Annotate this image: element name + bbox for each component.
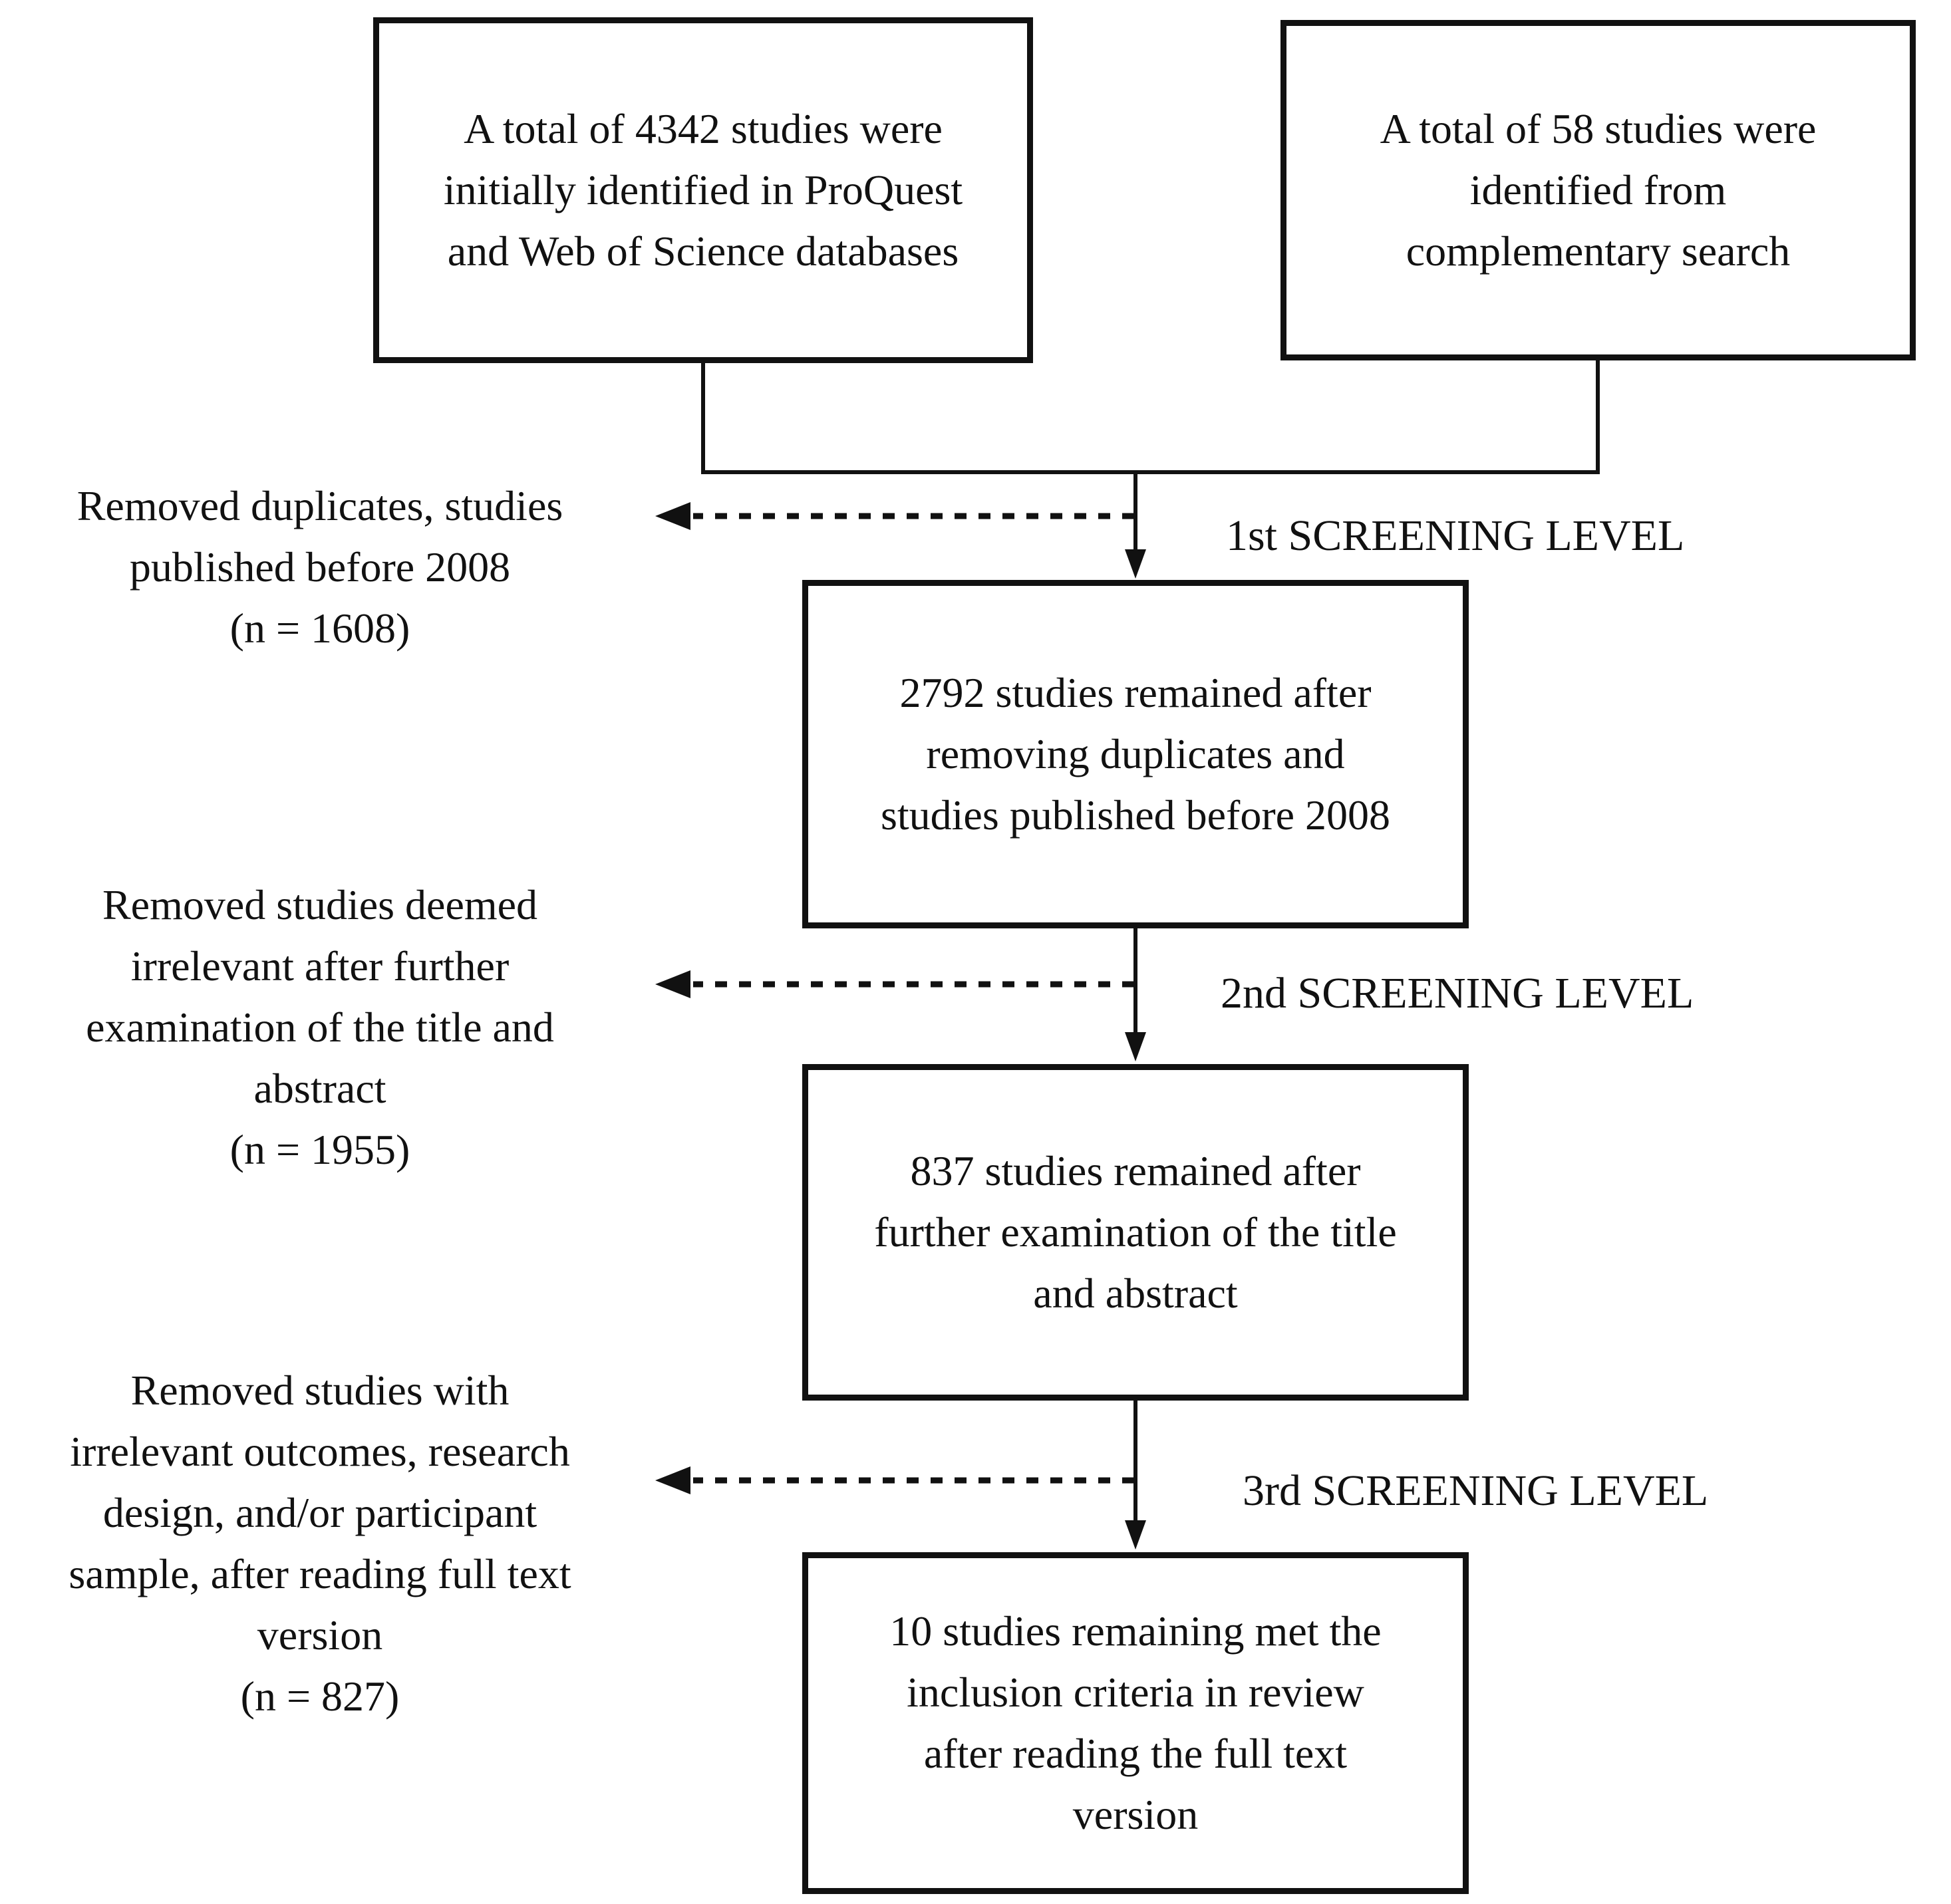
screening-level-label-1: 1st SCREENING LEVEL	[1226, 511, 1685, 560]
box-included-studies: 10 studies remaining met the inclusion c…	[802, 1552, 1469, 1894]
exclusion-note-irrelevant-title-abstract: Removed studies deemed irrelevant after …	[4, 875, 636, 1180]
arrowhead-left-icon	[655, 970, 690, 998]
text-line: Removed duplicates, studies	[76, 482, 563, 529]
box-database-search: A total of 4342 studies were initially i…	[373, 17, 1033, 363]
text-line: after reading the full text	[923, 1730, 1348, 1777]
arrowhead-down-icon	[1125, 549, 1146, 579]
text-line: examination of the title and	[86, 1004, 554, 1051]
exclusion-count: (n = 827)	[240, 1673, 400, 1720]
text-line: and Web of Science databases	[447, 227, 959, 275]
text-line: studies published before 2008	[880, 791, 1391, 839]
exclusion-count: (n = 1608)	[229, 605, 410, 652]
box-complementary-search: A total of 58 studies were identified fr…	[1280, 20, 1916, 360]
text-line: Removed studies deemed	[102, 881, 538, 928]
text-line: published before 2008	[129, 543, 511, 591]
text-line: A total of 4342 studies were	[464, 105, 943, 152]
text-line: Removed studies with	[130, 1367, 510, 1414]
text-line: abstract	[253, 1065, 386, 1112]
screening-level-label-3: 3rd SCREENING LEVEL	[1243, 1466, 1709, 1515]
text-line: 10 studies remaining met the	[889, 1607, 1382, 1655]
arrowhead-down-icon	[1125, 1032, 1146, 1061]
box-after-title-abstract-screening: 837 studies remained after further exami…	[802, 1064, 1469, 1401]
text-line: further examination of the title	[874, 1208, 1397, 1256]
text-line: removing duplicates and	[926, 730, 1345, 777]
text-line: initially identified in ProQuest	[443, 166, 963, 213]
arrowhead-left-icon	[655, 1466, 690, 1494]
screening-level-label-2: 2nd SCREENING LEVEL	[1221, 969, 1694, 1018]
text-line: inclusion criteria in review	[907, 1669, 1364, 1716]
text-line: irrelevant after further	[130, 942, 510, 990]
text-line: complementary search	[1406, 227, 1791, 275]
arrowhead-left-icon	[655, 502, 690, 530]
box-after-deduplication: 2792 studies remained after removing dup…	[802, 580, 1469, 928]
exclusion-note-full-text: Removed studies with irrelevant outcomes…	[4, 1360, 636, 1727]
text-line: and abstract	[1033, 1270, 1238, 1317]
text-line: sample, after reading full text	[69, 1550, 571, 1597]
exclusion-note-duplicates: Removed duplicates, studies published be…	[4, 476, 636, 659]
exclusion-count: (n = 1955)	[229, 1126, 410, 1173]
text-line: A total of 58 studies were	[1380, 105, 1817, 152]
text-line: identified from	[1469, 166, 1727, 213]
arrowhead-down-icon	[1125, 1520, 1146, 1550]
text-line: 2792 studies remained after	[899, 669, 1372, 716]
text-line: version	[1072, 1791, 1199, 1838]
text-line: version	[257, 1611, 383, 1659]
text-line: irrelevant outcomes, research	[70, 1428, 570, 1475]
text-line: design, and/or participant	[102, 1489, 537, 1536]
text-line: 837 studies remained after	[910, 1147, 1361, 1194]
